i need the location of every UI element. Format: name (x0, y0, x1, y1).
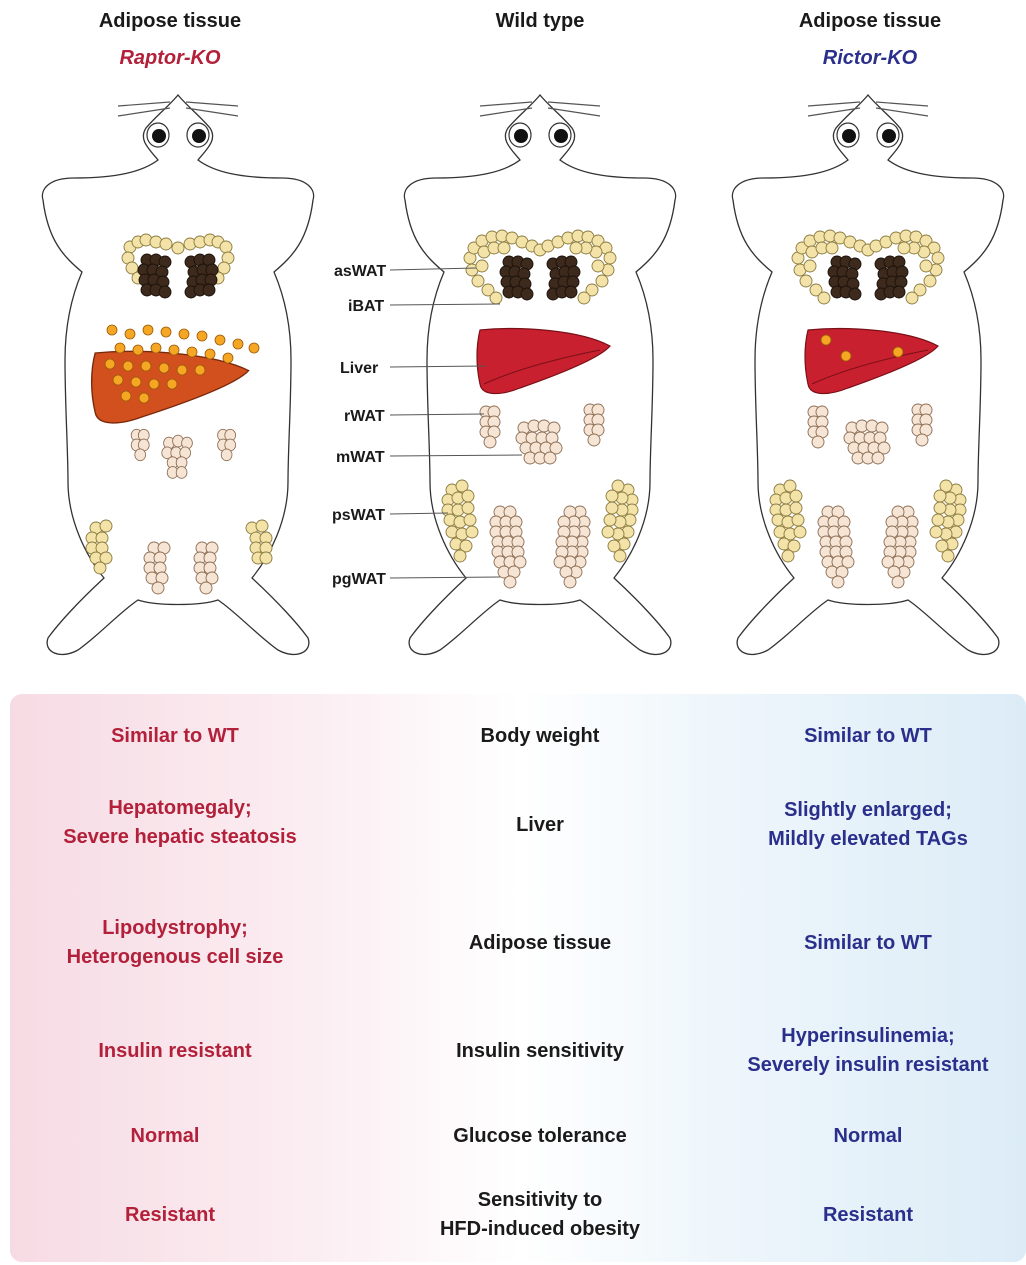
row-hfd-label: Sensitivity toHFD-induced obesity (375, 1186, 705, 1244)
row-hfd-rictor: Resistant (703, 1201, 1026, 1230)
label-pswat: psWAT (332, 507, 385, 524)
mouse-rictor-ko (732, 95, 1003, 654)
row-adipose-raptor: Lipodystrophy;Heterogenous cell size (10, 914, 340, 972)
row-insulin-rictor: Hyperinsulinemia;Severely insulin resist… (703, 1022, 1026, 1080)
row-glucose-label: Glucose tolerance (375, 1122, 705, 1151)
mouse-wild-type (404, 95, 675, 654)
mouse-diagrams: asWAT iBAT Liver rWAT mWAT psWAT pgWAT (0, 0, 1026, 690)
row-glucose-rictor: Normal (703, 1122, 1026, 1151)
label-mwat: mWAT (336, 449, 385, 466)
row-liver-rictor: Slightly enlarged;Mildly elevated TAGs (703, 796, 1026, 854)
row-liver-raptor: Hepatomegaly;Severe hepatic steatosis (15, 794, 345, 852)
row-liver-label: Liver (375, 811, 705, 840)
row-insulin-label: Insulin sensitivity (375, 1037, 705, 1066)
label-ibat: iBAT (348, 298, 384, 315)
label-liver: Liver (340, 360, 378, 377)
row-glucose-raptor: Normal (0, 1122, 330, 1151)
row-hfd-raptor: Resistant (5, 1201, 335, 1230)
row-adipose-rictor: Similar to WT (703, 929, 1026, 958)
row-insulin-raptor: Insulin resistant (10, 1037, 340, 1066)
row-body-weight-rictor: Similar to WT (703, 722, 1026, 751)
row-adipose-label: Adipose tissue (375, 929, 705, 958)
label-aswat: asWAT (334, 263, 386, 280)
label-rwat: rWAT (344, 408, 385, 425)
row-body-weight-raptor: Similar to WT (10, 722, 340, 751)
comparison-panel: Similar to WT Body weight Similar to WT … (10, 694, 1026, 1262)
mouse-raptor-ko (42, 95, 313, 654)
label-pgwat: pgWAT (332, 571, 386, 588)
row-body-weight-label: Body weight (375, 722, 705, 751)
